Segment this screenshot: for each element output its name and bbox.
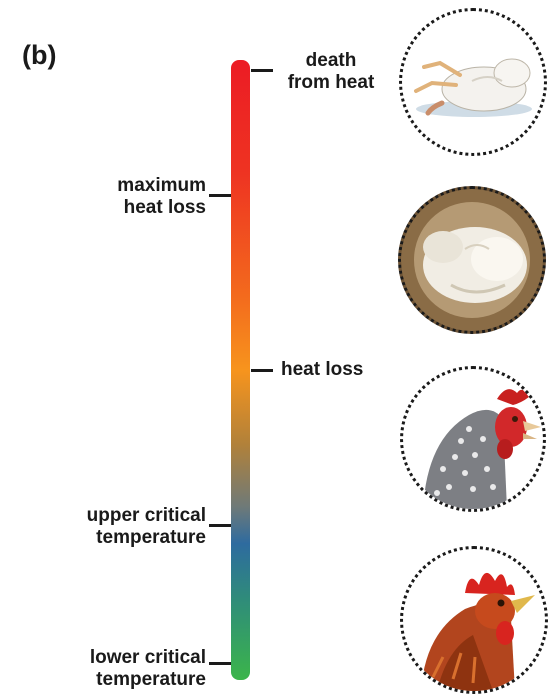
label-heat-loss: heat loss (281, 359, 363, 381)
hen-panting-icon (403, 369, 543, 509)
label-max-line1: maximum (60, 175, 206, 197)
panel-label: (b) (22, 40, 56, 71)
temperature-gradient-bar (231, 60, 250, 680)
label-upper-line1: upper critical (30, 505, 206, 527)
tick-upper-critical (209, 524, 231, 527)
label-death-line1: death (276, 50, 386, 72)
label-death-line2: from heat (276, 72, 386, 94)
tick-heat-loss (251, 369, 273, 372)
tick-maximum-heat-loss (209, 194, 231, 197)
label-lower-critical-temperature: lower critical temperature (30, 647, 206, 691)
photo-rooster (400, 546, 548, 694)
label-lower-line2: temperature (30, 669, 206, 691)
chicken-lying-dead-icon (402, 11, 544, 153)
photo-fluffed-chicken (398, 186, 546, 334)
photo-panting-hen (400, 366, 546, 512)
rooster-normal-icon (403, 549, 545, 691)
label-max-line2: heat loss (60, 197, 206, 219)
label-upper-line2: temperature (30, 527, 206, 549)
label-lower-line1: lower critical (30, 647, 206, 669)
photo-dead-chicken (399, 8, 547, 156)
tick-death (251, 69, 273, 72)
label-death-from-heat: death from heat (276, 50, 386, 94)
chicken-fluffed-icon (401, 189, 543, 331)
tick-lower-critical (209, 662, 231, 665)
label-upper-critical-temperature: upper critical temperature (30, 505, 206, 549)
label-maximum-heat-loss: maximum heat loss (60, 175, 206, 219)
